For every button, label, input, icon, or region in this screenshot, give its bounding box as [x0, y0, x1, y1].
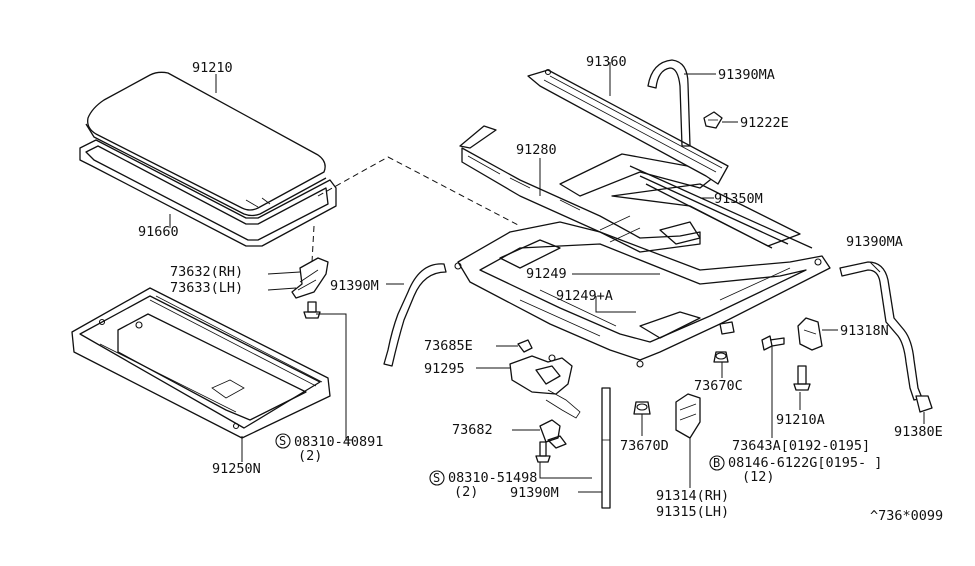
sunroof-frame-91280 [454, 125, 831, 368]
screw-91210a [793, 365, 811, 391]
screw-08310-51498 [535, 441, 551, 463]
label-91295: 91295 [424, 361, 465, 377]
label-91210a: 91210A [776, 412, 825, 428]
symbol-b-label: B [713, 456, 720, 470]
dash-lid-to-frame [317, 156, 521, 227]
label-73682: 73682 [452, 422, 493, 438]
label-73685e: 73685E [424, 338, 473, 354]
label-08310-51498-qty: (2) [454, 484, 478, 500]
label-08310-40891: 08310-40891 [294, 434, 383, 450]
label-91250n: 91250N [212, 461, 261, 477]
label-08146: 08146-6122G[0195- ] [728, 455, 882, 471]
label-91210: 91210 [192, 60, 233, 76]
circle-b-symbol: B [709, 455, 725, 471]
front-rail-91360 [527, 68, 729, 185]
label-91390m-left: 91390M [330, 278, 379, 294]
label-73670d: 73670D [620, 438, 669, 454]
label-73643a: 73643A[0192-0195] [732, 438, 870, 454]
symbol-s-label: S [433, 471, 440, 485]
label-91660: 91660 [138, 224, 179, 240]
label-73633: 73633(LH) [170, 280, 243, 296]
drain-hose-91390ma-right [839, 261, 933, 413]
label-91249a: 91249+A [556, 288, 613, 304]
bracket-91314 [675, 393, 701, 439]
circle-s-symbol-1: S [275, 433, 291, 449]
sunshade-91250n [71, 287, 331, 439]
grommet-73670c [713, 351, 729, 363]
label-73632: 73632(RH) [170, 264, 243, 280]
label-91314: 91314(RH) [656, 488, 729, 504]
circle-s-symbol-2: S [429, 470, 445, 486]
label-91380e: 91380E [894, 424, 943, 440]
label-91360: 91360 [586, 54, 627, 70]
label-73670c: 73670C [694, 378, 743, 394]
label-08310-51498: 08310-51498 [448, 470, 537, 486]
label-08146-qty: (12) [742, 469, 775, 485]
label-91280: 91280 [516, 142, 557, 158]
bolt-73643a [761, 335, 785, 351]
reference-code: ^736*0099 [870, 508, 943, 524]
bracket-73632 [291, 257, 329, 299]
leader-lines [169, 62, 925, 493]
label-91350m: 91350M [714, 191, 763, 207]
drive-unit-91295 [509, 339, 581, 419]
grommet-73670d [633, 401, 651, 415]
label-91390m-bottom: 91390M [510, 485, 559, 501]
symbol-s-label: S [279, 434, 286, 448]
label-91318n: 91318N [840, 323, 889, 339]
label-08310-40891-qty: (2) [298, 448, 322, 464]
screw-08310-40891 [303, 301, 321, 319]
bracket-91318n [797, 317, 823, 351]
drain-hose-91390ma-top [647, 59, 691, 147]
seal-frame-91660 [79, 139, 337, 247]
label-91390ma-right: 91390MA [846, 234, 903, 250]
part-labels: 91210 91660 73632(RH) 73633(LH) 91390M 9… [138, 54, 943, 524]
label-91315: 91315(LH) [656, 504, 729, 520]
clip-73682 [539, 419, 567, 449]
label-91390ma-top: 91390MA [718, 67, 775, 83]
drain-hose-91390m-bottom [601, 387, 611, 509]
clip-91222e [703, 111, 723, 129]
label-91249: 91249 [526, 266, 567, 282]
dash-lid-to-bracket [311, 225, 315, 263]
glass-lid-91210 [85, 71, 327, 217]
label-91222e: 91222E [740, 115, 789, 131]
drain-hose-91390m-left [383, 263, 447, 367]
